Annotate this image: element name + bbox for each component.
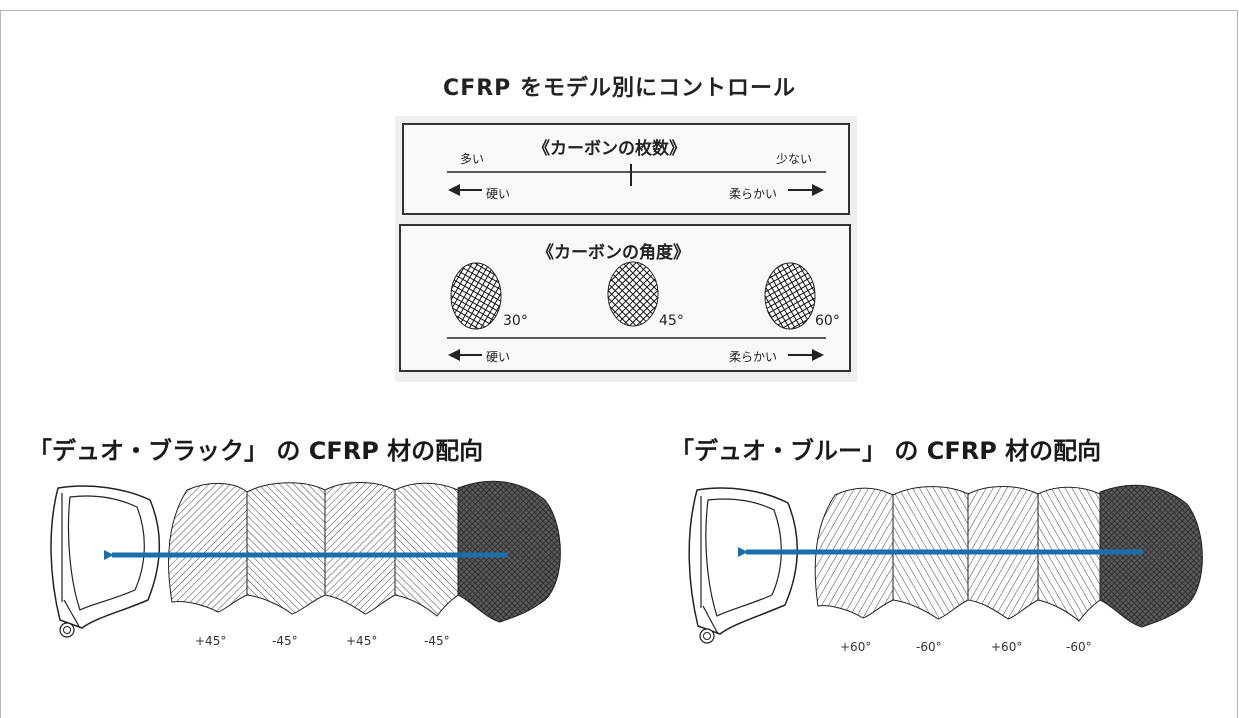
duo-black-angle-4: -45° [424, 634, 450, 648]
duo-blue-angle-2: -60° [916, 640, 942, 654]
duo-black-angle-3: +45° [346, 634, 378, 648]
duo-blue-heading: 「デュオ・ブルー」 の CFRP 材の配向 [670, 437, 1102, 465]
carbon-angle-heading: 《カーボンの角度》 [537, 243, 690, 263]
duo-black-layers [168, 480, 561, 623]
duo-blue-angle-4: -60° [1066, 640, 1092, 654]
page-title: CFRP をモデル別にコントロール [443, 76, 796, 101]
figure-frame [0, 10, 1238, 718]
duo-black-angle-2: -45° [272, 634, 298, 648]
duo-blue-club-head [688, 487, 798, 644]
duo-blue-layers [814, 484, 1203, 628]
duo-black-heading: 「デュオ・ブラック」 の CFRP 材の配向 [28, 437, 484, 465]
carbon-count-heading: 《カーボンの枚数》 [533, 139, 686, 159]
carbon-count-hard-label: 硬い [486, 187, 511, 201]
carbon-count-soft-label: 柔らかい [729, 187, 778, 201]
carbon-angle-weaves [450, 261, 816, 330]
angle-label-60: 60° [815, 313, 840, 329]
carbon-count-few-label: 少ない [776, 152, 813, 166]
carbon-count-scale [447, 164, 826, 196]
duo-black-angle-1: +45° [195, 634, 227, 648]
carbon-count-box [402, 123, 850, 215]
carbon-angle-hard-label: 硬い [486, 350, 511, 364]
frame-right-edge [1237, 10, 1238, 718]
carbon-angle-soft-label: 柔らかい [729, 350, 778, 364]
carbon-angle-scale [447, 337, 826, 361]
duo-blue-angle-1: +60° [840, 640, 872, 654]
duo-black-club-head [50, 485, 161, 638]
angle-label-30: 30° [503, 313, 528, 329]
angle-label-45: 45° [659, 313, 684, 329]
duo-blue-angle-3: +60° [991, 640, 1023, 654]
carbon-count-many-label: 多い [460, 152, 485, 166]
